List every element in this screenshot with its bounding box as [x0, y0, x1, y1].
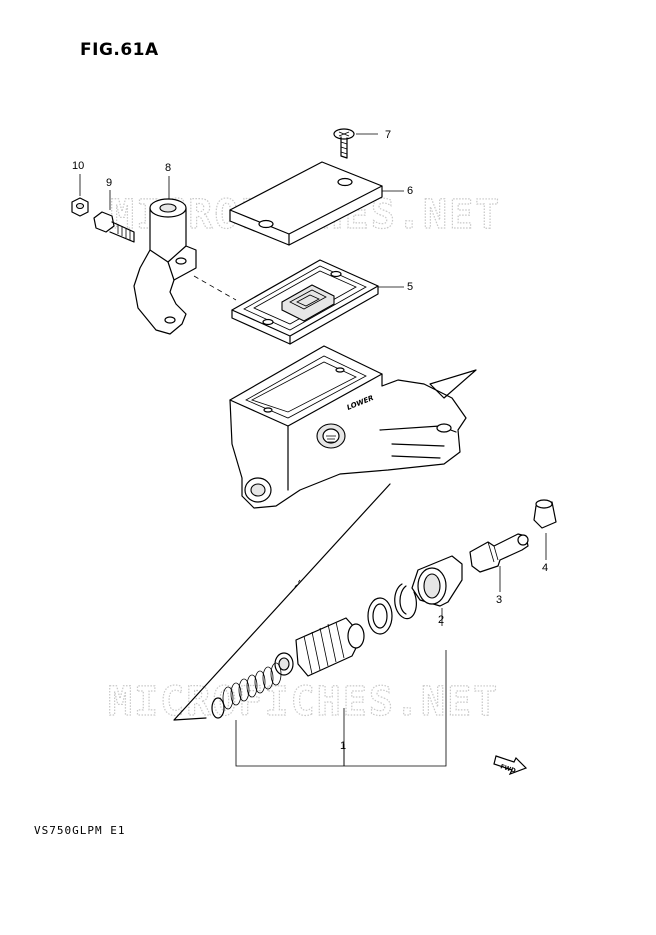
model-code: VS750GLPM E1 [34, 824, 126, 837]
callout-bracket-1 [235, 650, 447, 767]
seal[interactable] [274, 652, 294, 676]
callout-7[interactable]: 7 [385, 129, 392, 141]
figure-title: FIG.61A [80, 40, 159, 60]
explode-guide-lines [173, 369, 477, 721]
fwd-arrow-icon: FWD [493, 755, 528, 776]
fwd-label: FWD [499, 763, 516, 775]
diaphragm-part-5[interactable] [193, 259, 404, 345]
screw-part-7[interactable] [333, 128, 378, 159]
callout-10[interactable]: 10 [72, 160, 85, 172]
callout-1[interactable]: 1 [340, 740, 347, 752]
cap-part-4[interactable] [533, 499, 557, 560]
master-cylinder-body[interactable]: LOWER [229, 345, 467, 509]
cover-part-6[interactable] [229, 161, 404, 246]
nut-part-10[interactable] [71, 174, 89, 217]
callout-6[interactable]: 6 [407, 185, 414, 197]
clamp-part-8[interactable] [133, 176, 197, 335]
boot-part-2[interactable] [411, 555, 463, 626]
bolt-part-9[interactable] [93, 190, 135, 243]
spring[interactable] [211, 662, 282, 719]
callout-2[interactable]: 2 [438, 614, 445, 626]
pushrod-part-3[interactable] [469, 533, 529, 592]
washer[interactable] [367, 597, 393, 635]
callout-5[interactable]: 5 [407, 281, 414, 293]
watermark-bottom: MICROFICHES.NET [108, 679, 499, 725]
circlip[interactable] [394, 583, 417, 620]
callout-3[interactable]: 3 [496, 594, 503, 606]
callout-8[interactable]: 8 [165, 162, 172, 174]
piston[interactable] [295, 617, 365, 677]
callout-9[interactable]: 9 [106, 177, 113, 189]
callout-4[interactable]: 4 [542, 562, 549, 574]
